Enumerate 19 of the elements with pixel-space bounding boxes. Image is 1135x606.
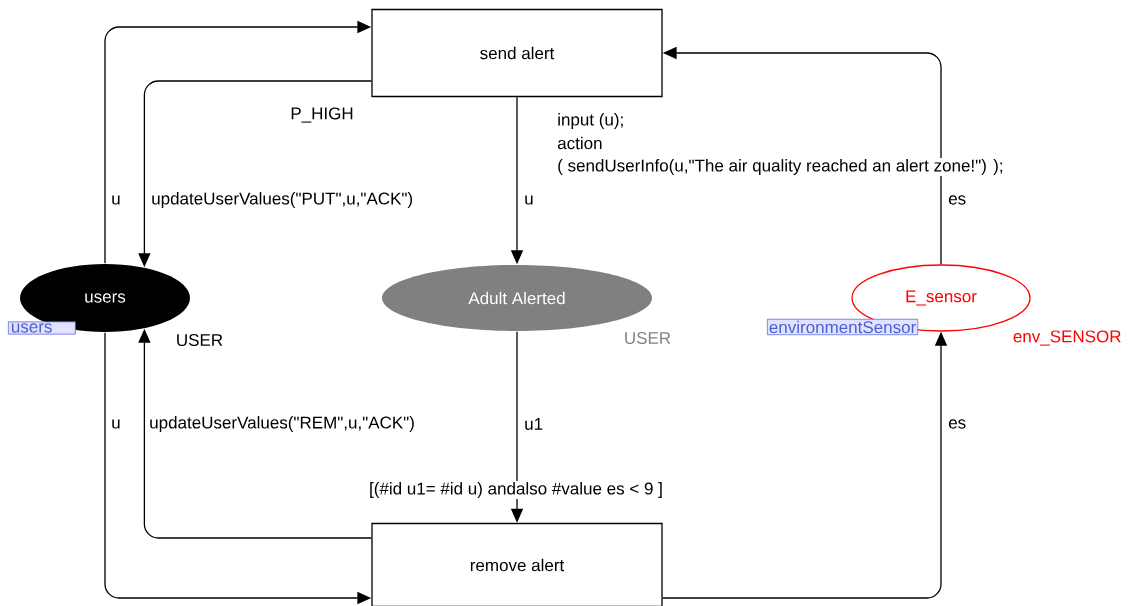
code-line: action: [556, 135, 604, 151]
edge-label: u: [110, 194, 122, 206]
fusion-tag: environmentSensor: [767, 318, 919, 336]
edge-label: es: [947, 194, 968, 206]
code-line: input (u);: [556, 112, 626, 130]
edge-label: u: [523, 194, 535, 206]
transition-box: send alert: [371, 8, 663, 98]
edge-label: u: [110, 418, 122, 430]
edge-label: updateUserValues("PUT",u,"ACK"): [150, 191, 415, 209]
fusion-tag: users: [8, 321, 76, 335]
edge-label: updateUserValues("REM",u,"ACK"): [148, 415, 416, 433]
colour-set-label: USER: [177, 334, 223, 347]
guard-label: [(#id u1= #id u) andalso #value es < 9 ]: [368, 481, 664, 499]
transition-box: remove alert: [371, 522, 663, 606]
edge-label: u1: [523, 417, 545, 431]
priority-label: P_HIGH: [291, 107, 353, 123]
colour-set-label: USER: [625, 332, 671, 345]
colour-set-label: env_SENSOR: [1013, 330, 1121, 346]
edge-label: es: [947, 418, 968, 430]
